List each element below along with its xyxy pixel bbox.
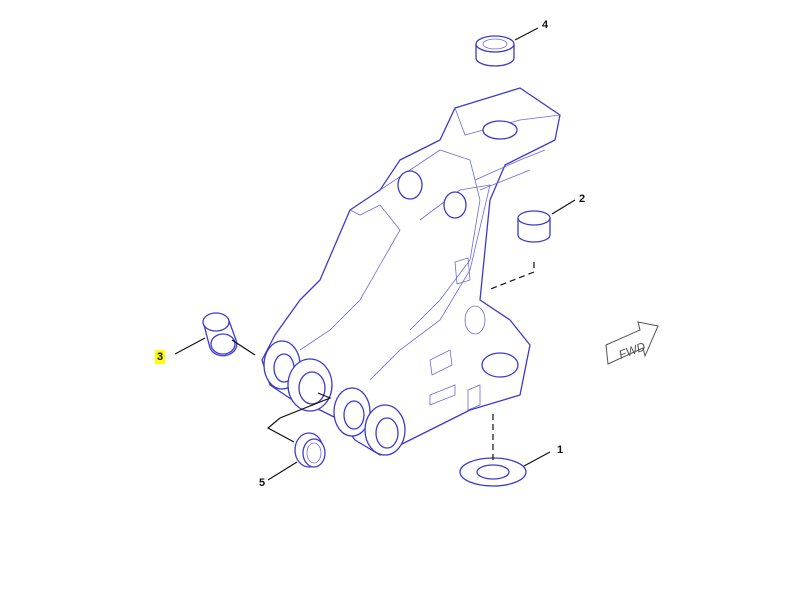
part-5-seal[interactable] [294,432,326,468]
callout-5[interactable]: 5 [259,477,266,489]
fwd-arrow-icon: FWD [605,321,659,365]
callout-2[interactable]: 2 [579,193,586,205]
part-3-bushing[interactable] [202,312,238,357]
front-frame [261,87,561,456]
callout-4[interactable]: 4 [542,19,549,31]
part-1-washer[interactable] [459,457,527,487]
part-4-bushing[interactable] [475,35,515,67]
callout-1[interactable]: 1 [557,444,564,456]
leader-lines [174,27,576,481]
part-2-bushing[interactable] [517,210,551,243]
callout-3[interactable]: 3 [155,350,166,364]
